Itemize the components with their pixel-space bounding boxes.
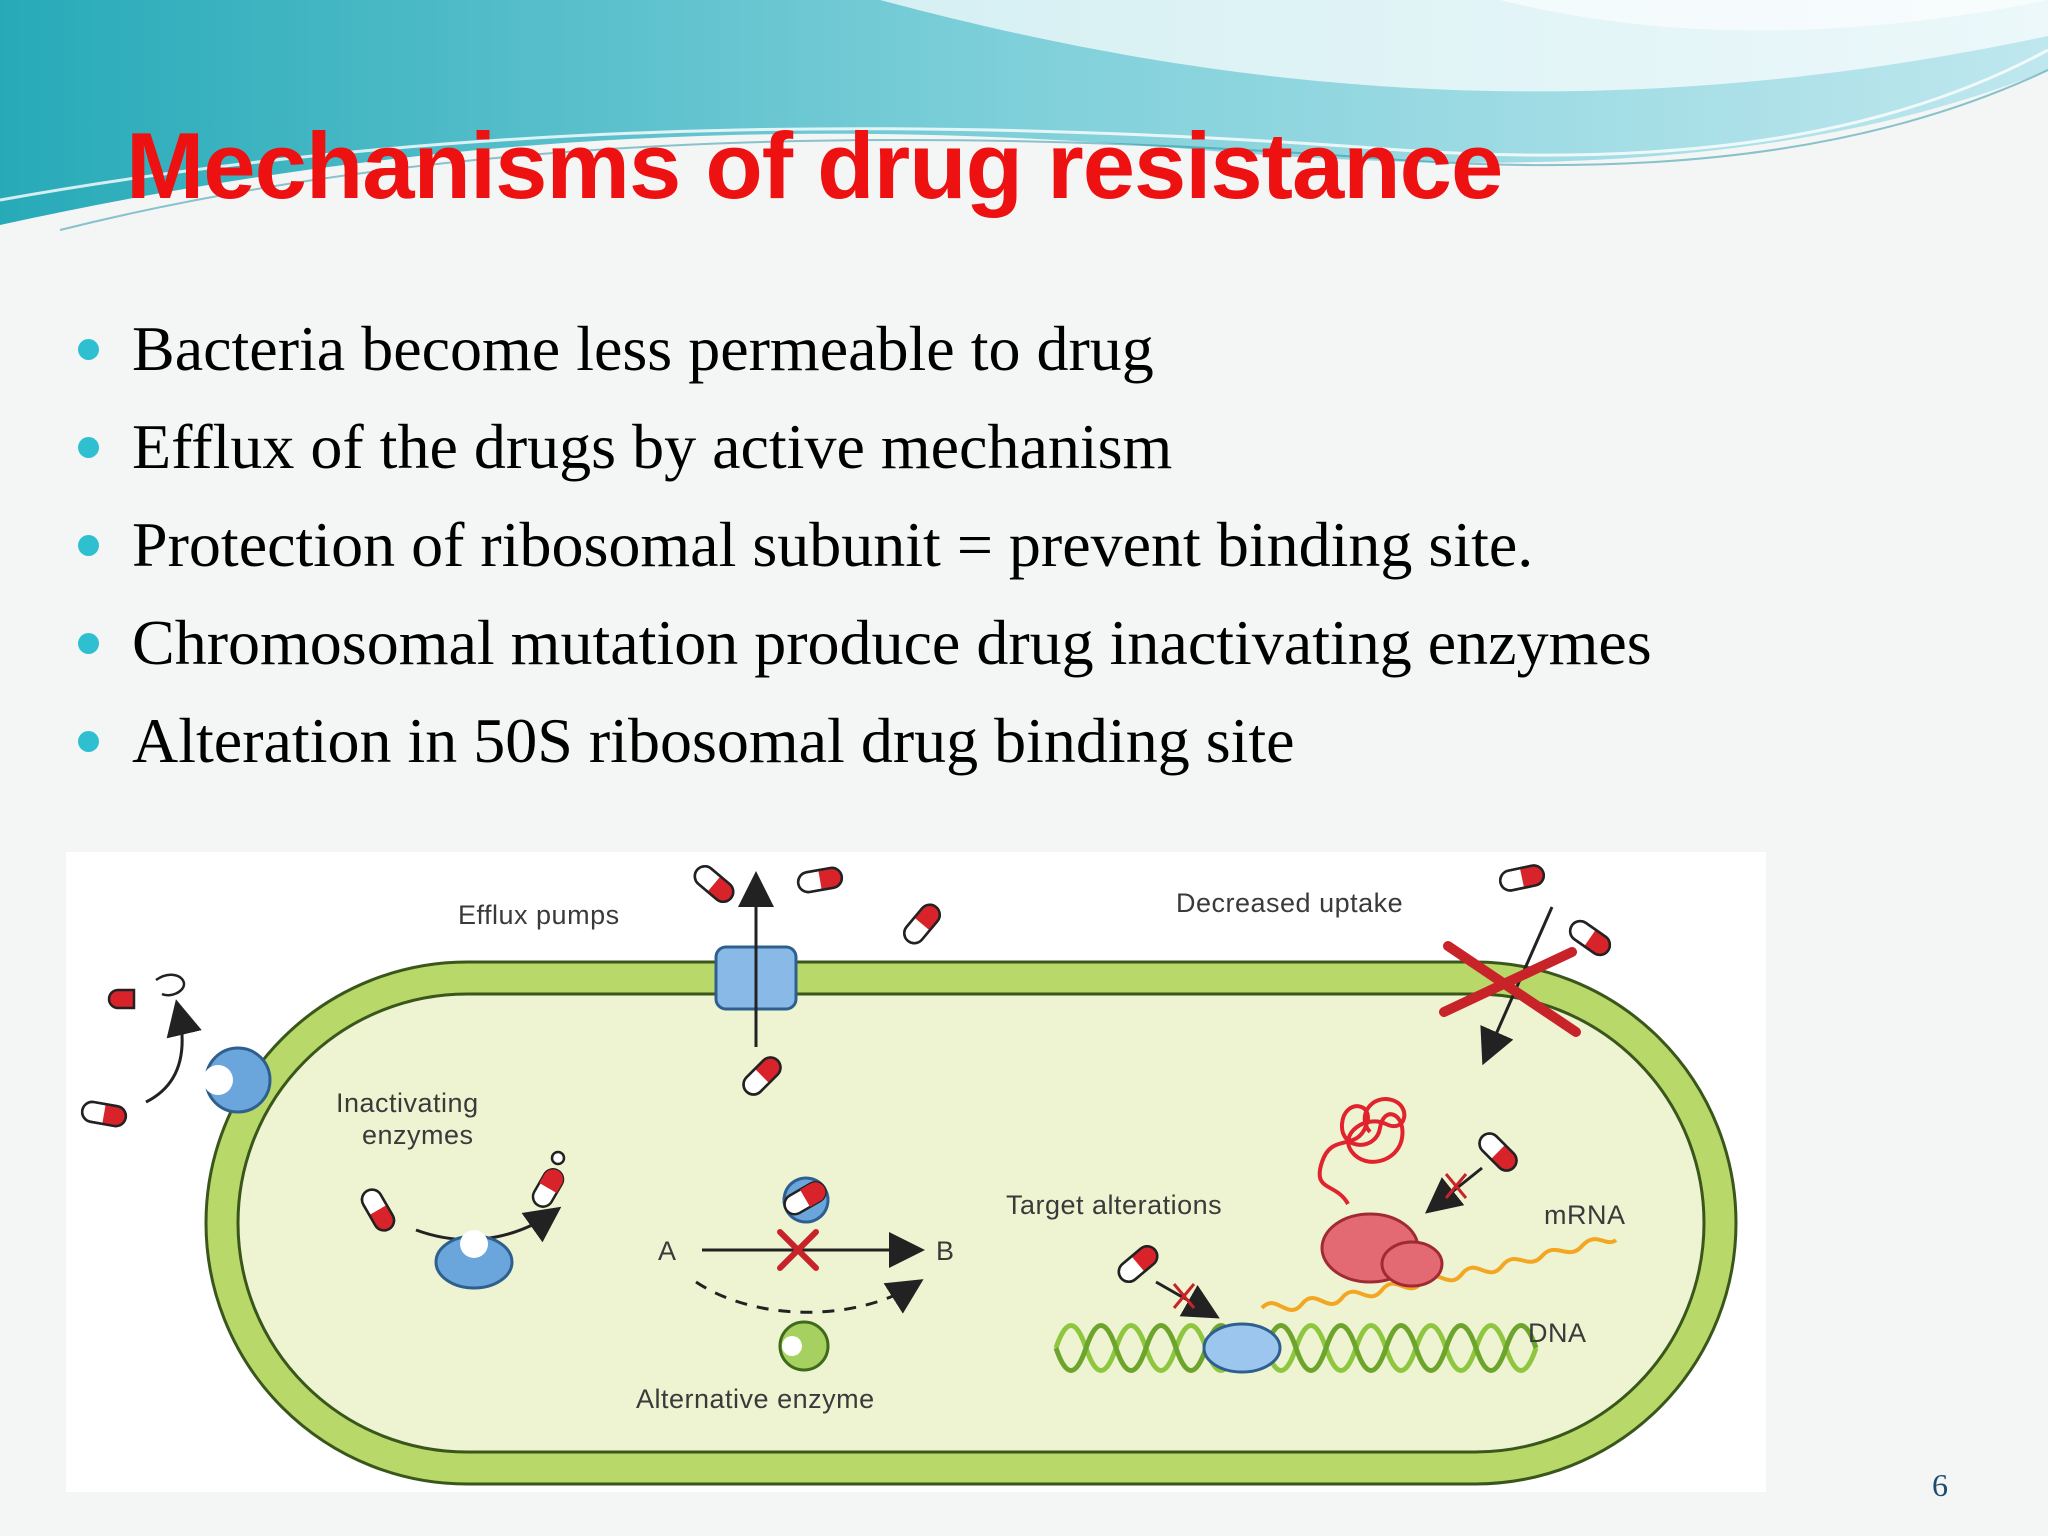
- modification-dot-icon: [550, 1150, 566, 1166]
- bullet-text: Bacteria become less permeable to drug: [132, 313, 1154, 384]
- alternative-enzyme-label: Alternative enzyme: [636, 1384, 875, 1414]
- modified-pill-icon: [531, 1168, 565, 1208]
- ribosome-icon: [1320, 1212, 1444, 1288]
- efflux-pumps-label: Efflux pumps: [458, 900, 620, 930]
- bullet-text: Protection of ribosomal subunit = preven…: [132, 509, 1534, 580]
- bullet-marker-icon: [78, 339, 99, 360]
- decreased-uptake-label: Decreased uptake: [1176, 888, 1403, 918]
- outer-enzyme-icon: [203, 1046, 272, 1114]
- bullet-text: Chromosomal mutation produce drug inacti…: [132, 607, 1652, 678]
- resistance-diagram: Efflux pumps Decreased uptake Inactivati…: [66, 852, 1766, 1492]
- blocked-cross-icon: [1172, 1283, 1196, 1309]
- bullet-marker-icon: [78, 633, 99, 654]
- background-swoosh: [0, 0, 2048, 231]
- pill-on-enzyme-icon: [782, 1176, 830, 1224]
- split-pill-icon: [107, 973, 186, 1010]
- bullet-marker-icon: [78, 437, 99, 458]
- curved-arrow-icon: [415, 1206, 562, 1243]
- rna-polymerase-icon: [1202, 1322, 1282, 1374]
- blocked-cross-icon: [1439, 941, 1581, 1037]
- slide-title: Mechanisms of drug resistance: [126, 113, 1503, 218]
- mrna-label: mRNA: [1544, 1200, 1626, 1230]
- alternative-path-arrow-icon: [695, 1279, 924, 1314]
- bullet-list: Bacteria become less permeable to drug E…: [70, 300, 1652, 790]
- bullet-item: Alteration in 50S ribosomal drug binding…: [70, 692, 1652, 790]
- bullet-text: Efflux of the drugs by active mechanism: [132, 411, 1173, 482]
- bullet-item: Protection of ribosomal subunit = preven…: [70, 496, 1652, 594]
- curved-arrow-icon: [145, 999, 202, 1104]
- inactivating-enzymes-label: enzymes: [362, 1120, 474, 1150]
- bullet-marker-icon: [78, 535, 99, 556]
- cell-cytoplasm: [236, 992, 1706, 1454]
- bullet-item: Efflux of the drugs by active mechanism: [70, 398, 1652, 496]
- product-b-label: B: [936, 1236, 955, 1266]
- bullet-marker-icon: [78, 731, 99, 752]
- blocked-cross-icon: [1444, 1173, 1468, 1199]
- bullet-item: Chromosomal mutation produce drug inacti…: [70, 594, 1652, 692]
- bullet-text: Alteration in 50S ribosomal drug binding…: [132, 705, 1295, 776]
- mrna-strand-icon: [1260, 1237, 1618, 1312]
- dna-label: DNA: [1528, 1318, 1587, 1348]
- protein-chain-icon: [1317, 1097, 1407, 1206]
- alternative-enzyme-icon: [778, 1320, 830, 1372]
- page-number: 6: [1932, 1467, 1948, 1503]
- target-alterations-label: Target alterations: [1006, 1190, 1222, 1220]
- inactivating-enzymes-label: Inactivating: [336, 1088, 479, 1118]
- bullet-item: Bacteria become less permeable to drug: [70, 300, 1652, 398]
- inactivating-enzyme-icon: [434, 1230, 514, 1290]
- blocked-cross-icon: [777, 1229, 819, 1271]
- substrate-a-label: A: [658, 1236, 677, 1266]
- dna-strand-icon: [1053, 1323, 1539, 1373]
